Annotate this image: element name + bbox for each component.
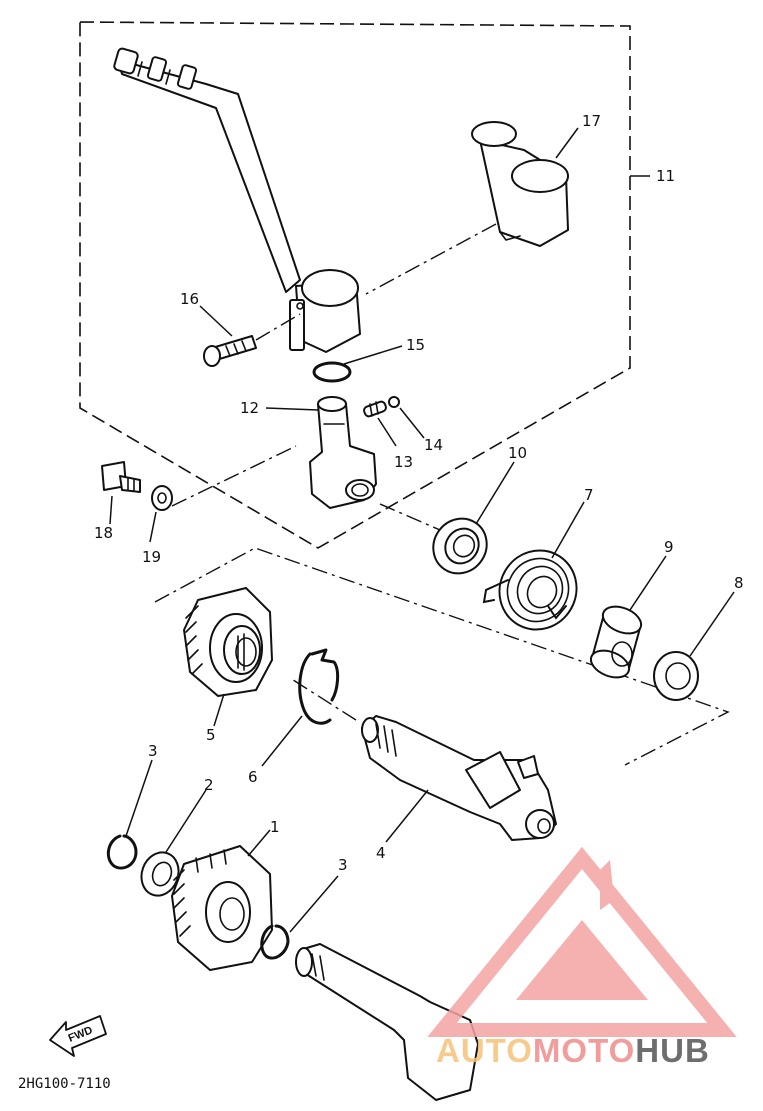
callout-5: 5 — [206, 726, 216, 744]
watermark-hub: HUB — [635, 1032, 710, 1069]
axle-group-boundary — [154, 547, 730, 766]
bolt-18 — [101, 461, 141, 493]
callout-2: 2 — [204, 776, 214, 794]
callout-4: 4 — [376, 844, 386, 862]
callout-8: 8 — [734, 574, 744, 592]
callout-6: 6 — [248, 768, 258, 786]
callout-18: 18 — [94, 524, 113, 542]
automotohub-watermark: AUTOMOTOHUB — [427, 846, 737, 1069]
ball-14 — [388, 396, 400, 408]
callout-3-lower: 3 — [338, 856, 348, 874]
watermark-text: AUTOMOTOHUB — [436, 1032, 710, 1069]
oil-seal-10 — [432, 517, 488, 575]
callout-19: 19 — [142, 548, 161, 566]
callout-3-upper: 3 — [148, 742, 158, 760]
watermark-moto: MOTO — [533, 1032, 635, 1069]
spring-pin-13 — [363, 400, 387, 418]
callout-15: 15 — [406, 336, 425, 354]
circlip-3-upper — [106, 834, 138, 870]
leader-lines — [109, 127, 735, 933]
callout-17: 17 — [582, 112, 601, 130]
bolt-16 — [203, 335, 257, 367]
automotohub-logo-icon — [427, 846, 737, 1037]
watermark-auto: AUTO — [436, 1032, 533, 1069]
callout-10: 10 — [508, 444, 527, 462]
transmission-shaft — [295, 943, 479, 1101]
callout-16: 16 — [180, 290, 199, 308]
callout-1: 1 — [270, 818, 280, 836]
circlip-3-lower — [260, 924, 290, 960]
callout-9: 9 — [664, 538, 674, 556]
callout-7: 7 — [584, 486, 594, 504]
washer-19 — [151, 485, 173, 511]
kick-shaft-12 — [309, 396, 377, 509]
torsion-spring-7 — [482, 549, 578, 631]
callout-14: 14 — [424, 436, 443, 454]
callout-labels: 17 11 16 15 12 13 14 10 7 9 8 18 19 5 6 … — [94, 112, 744, 874]
drawing-code: 2HG100-7110 — [18, 1076, 111, 1092]
kick-gear-5 — [183, 587, 273, 697]
idle-gear-1 — [171, 845, 273, 971]
kick-boss-cap — [471, 121, 569, 247]
kick-axle-4 — [361, 715, 557, 841]
callout-13: 13 — [394, 453, 413, 471]
washer-8 — [653, 651, 699, 701]
collar-9 — [589, 605, 643, 679]
callout-12: 12 — [240, 399, 259, 417]
kick-crank-lever — [113, 47, 361, 353]
callout-11: 11 — [656, 167, 675, 185]
assembly-boundary-11 — [79, 21, 631, 549]
fwd-arrow-icon: FWD — [49, 1015, 107, 1057]
o-ring-15 — [312, 361, 352, 383]
circlip-6 — [298, 648, 340, 725]
